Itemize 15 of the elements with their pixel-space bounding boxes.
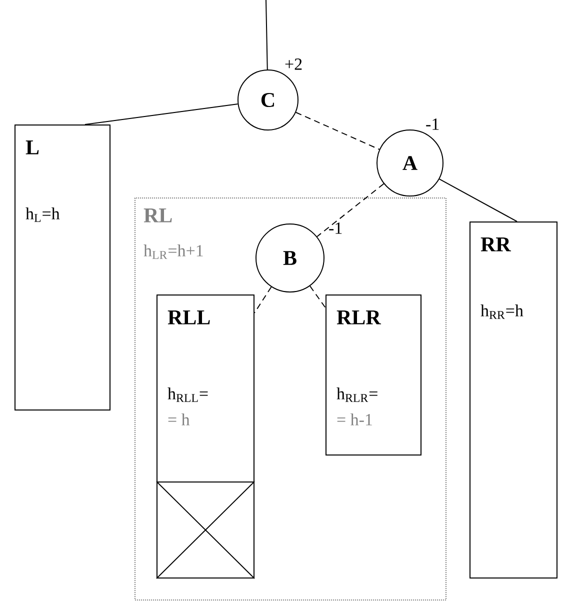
balance-factor: -1: [329, 222, 342, 234]
branch-line: [316, 183, 384, 238]
subtree-box: RR h$_{RR}$=h: [470, 222, 558, 578]
root-line: [266, 0, 268, 70]
branch-line: [254, 286, 272, 314]
subtree-box: RLR h$_{RLR}$= = h-1: [326, 294, 422, 456]
subtree-box: RLL h$_{RLL}$= = h: [156, 294, 254, 482]
crossed-box: [156, 481, 255, 579]
branch-line: [295, 112, 380, 150]
branch-line: [84, 104, 238, 125]
branch-line: [438, 178, 518, 222]
balance-factor: +2: [285, 58, 302, 70]
branch-line: [310, 286, 326, 308]
subtree-box: L h$_{L}$=h: [14, 124, 110, 410]
balance-factor: -1: [426, 118, 439, 130]
